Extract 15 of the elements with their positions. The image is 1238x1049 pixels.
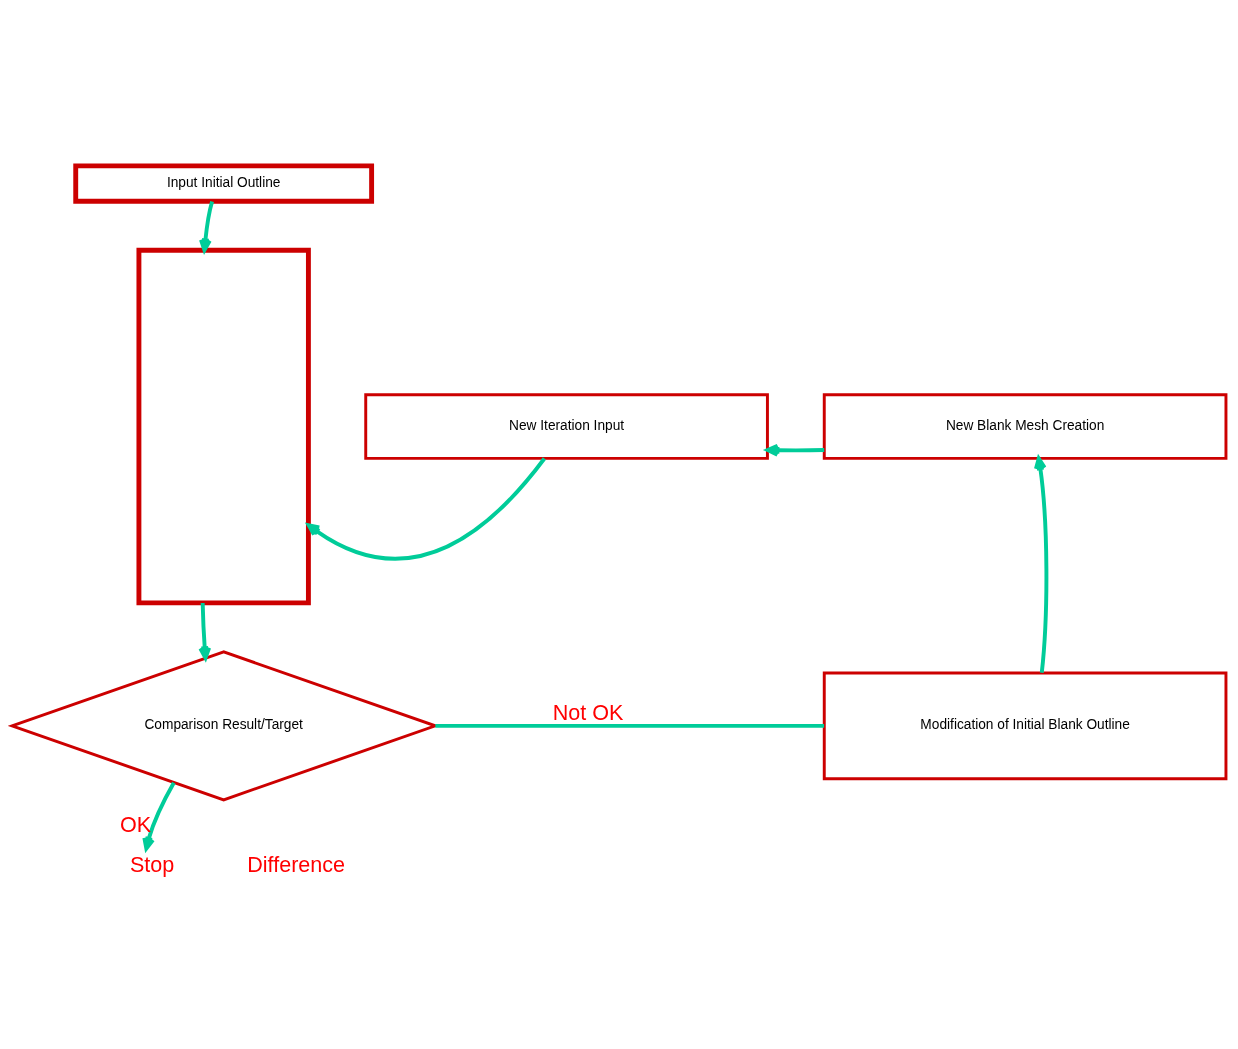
- arrow: [1034, 455, 1049, 673]
- node-box: Input Initial Outline: [73, 162, 375, 204]
- arrow: [199, 200, 214, 252]
- arrow: [198, 602, 212, 660]
- arrow: [142, 781, 176, 851]
- edge-label: OK: [120, 811, 152, 837]
- edge-label: Not OK: [552, 699, 624, 725]
- node-box: Modification of Initial Blank Outline: [822, 670, 1228, 780]
- node-box: [136, 247, 311, 605]
- node-box: New Blank Mesh Creation: [822, 392, 1228, 460]
- node-box: New Iteration Input: [364, 392, 769, 460]
- node-text: Stop: [129, 851, 175, 877]
- connector: [435, 723, 825, 728]
- label: Difference: [247, 851, 346, 877]
- arrow: [765, 443, 825, 457]
